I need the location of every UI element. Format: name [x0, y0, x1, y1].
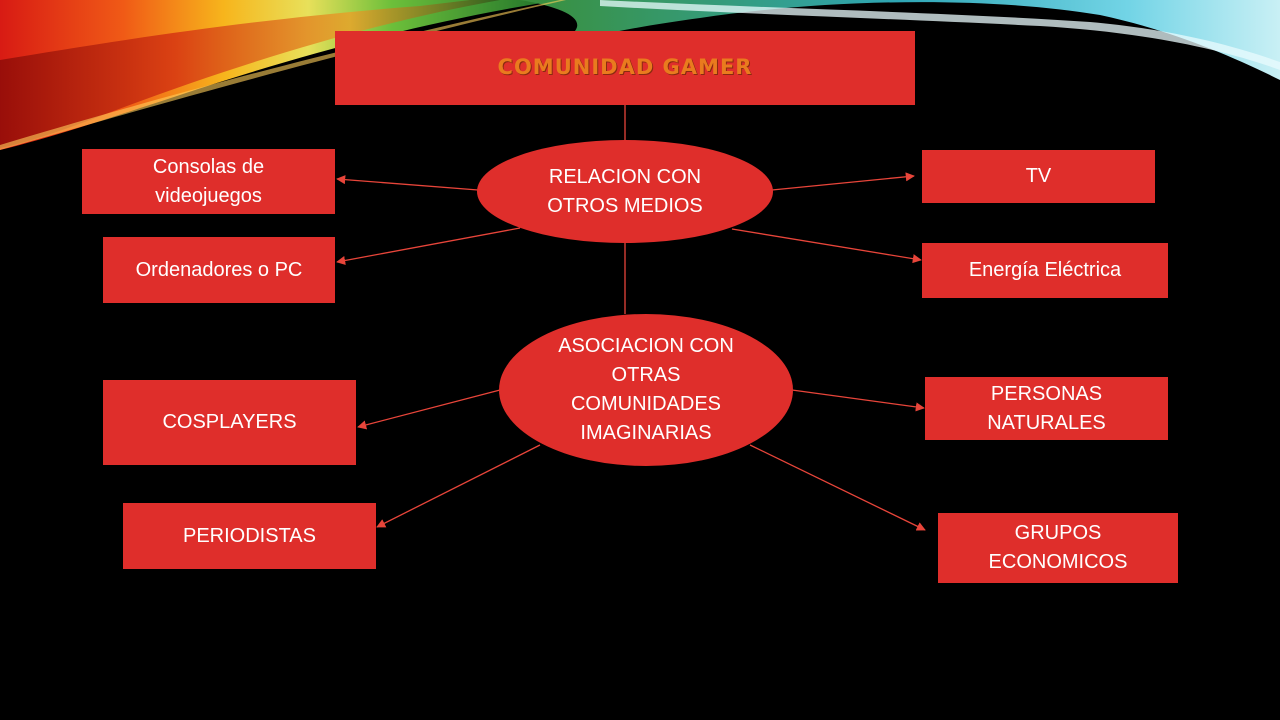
node-tv: TV	[922, 150, 1155, 203]
node-ordenadores: Ordenadores o PC	[103, 237, 335, 303]
arrow-to-consolas	[336, 175, 479, 191]
swoosh-band-warm	[0, 0, 560, 150]
node-personas: PERSONAS NATURALES	[925, 377, 1168, 440]
node-cosplayers: COSPLAYERS	[103, 380, 356, 465]
arrow-to-periodistas	[376, 444, 541, 528]
hub-asociacion-label: ASOCIACION CON OTRAS COMUNIDADES IMAGINA…	[558, 335, 734, 444]
node-ordenadores-label: Ordenadores o PC	[135, 258, 303, 281]
arrow-to-cosplayers	[357, 389, 501, 430]
arrow-to-personas	[791, 389, 925, 412]
arrow-to-grupos	[749, 444, 926, 531]
node-personas-label: PERSONAS NATURALES	[987, 382, 1106, 434]
node-grupos: GRUPOS ECONOMICOS	[938, 513, 1178, 583]
node-grupos-label: GRUPOS ECONOMICOS	[988, 522, 1128, 573]
arrow-to-tv	[771, 172, 915, 191]
node-energia-label: Energía Eléctrica	[968, 259, 1122, 281]
swoosh-highlight	[600, 0, 1280, 70]
title-box: COMUNIDAD GAMER	[335, 31, 915, 105]
decorative-swoosh	[0, 0, 1280, 150]
arrow-to-ordenadores	[336, 227, 521, 265]
arrow-to-energia	[731, 228, 922, 264]
node-periodistas-label: PERIODISTAS	[183, 524, 316, 547]
hub-asociacion: ASOCIACION CON OTRAS COMUNIDADES IMAGINA…	[499, 314, 793, 466]
swoosh-band-cool	[520, 0, 1280, 80]
node-periodistas: PERIODISTAS	[123, 503, 376, 569]
node-energia: Energía Eléctrica	[922, 243, 1168, 298]
node-consolas-label: Consolas de videojuegos	[152, 155, 265, 207]
node-tv-label: TV	[1025, 165, 1052, 187]
node-cosplayers-label: COSPLAYERS	[162, 411, 297, 433]
diagram-title: COMUNIDAD GAMER	[497, 55, 753, 79]
hub-relacion: RELACION CON OTROS MEDIOS	[477, 140, 773, 243]
hub-relacion-label: RELACION CON OTROS MEDIOS	[547, 165, 703, 217]
node-consolas: Consolas de videojuegos	[82, 149, 335, 214]
